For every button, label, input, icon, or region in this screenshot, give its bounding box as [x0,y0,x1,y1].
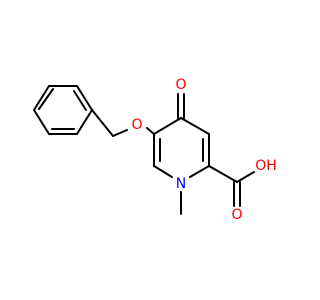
bond-c2-n1 [189,165,210,178]
bond-ether-ring [146,127,155,135]
bond-carboxyl-oh [236,171,255,183]
ring-nitrogen-label: N [176,176,186,192]
carbonyl-oxygen-label: O [231,207,242,223]
ketone-oxygen-label: O [175,77,186,93]
bond-ch2-aryl [91,109,114,137]
molecule-diagram: O O N OH O [33,77,277,223]
ether-oxygen-label: O [131,117,142,133]
structure-svg: O O N OH O [33,77,277,223]
bond-benzene-1-inner [38,88,54,110]
bond-c5-c4 [153,117,182,135]
bond-group [33,85,255,215]
bond-n1-c6 [153,165,173,178]
bond-benzene-1 [33,85,50,111]
bond-benzene-6 [33,109,50,135]
bond-ch2-ether [112,129,128,137]
bond-benzene-3-inner [73,90,87,111]
bond-c2-carboxyl [208,165,238,183]
bond-benzene-3 [76,85,93,111]
bond-benzene-4 [76,109,93,135]
hydroxyl-oxygen-label: OH [255,158,277,174]
bond-c4-c3 [180,117,210,135]
